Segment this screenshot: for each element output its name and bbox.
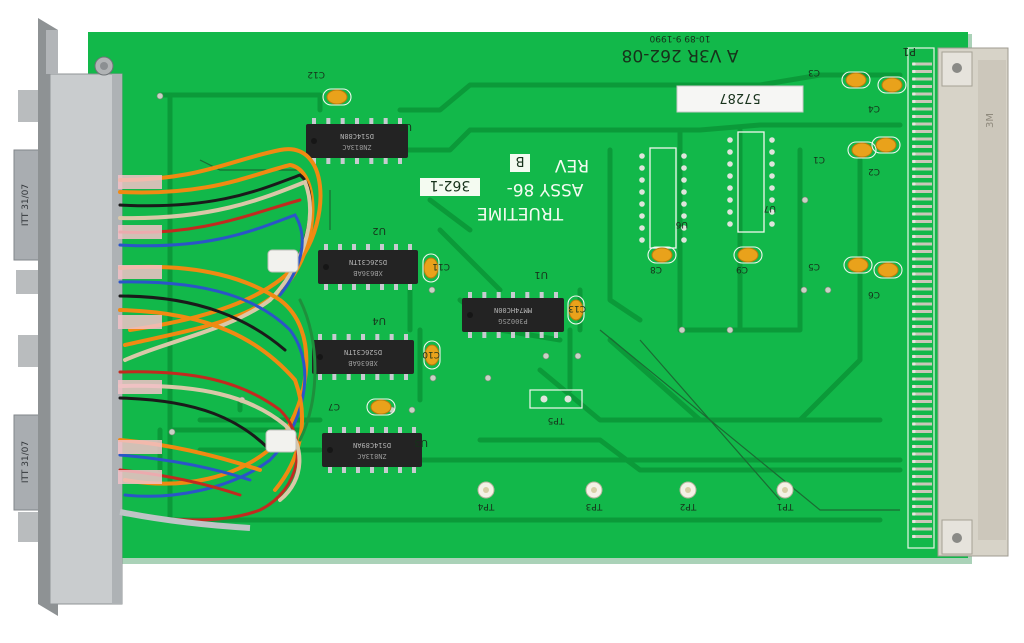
capacitor-label: C2 [868, 166, 880, 176]
capacitor-label: C9 [736, 264, 748, 274]
capacitor-c9: C9 [733, 246, 763, 274]
ic-socket-u7: U7 [727, 131, 776, 233]
test-points: TP4 TP3 TP2 TP1 TP5 [477, 389, 795, 511]
ic-chip-u1: MM74HC00N P3002SG U1 [462, 269, 564, 338]
chip-ref-label: U5 [398, 121, 412, 132]
capacitor-c2: C2 [868, 136, 901, 176]
assembly-label: TRUETIME ASSY 86- 362-1 REV B [420, 153, 589, 223]
capacitor-c13: C13 [567, 295, 586, 325]
chip-ref-label: U1 [534, 269, 548, 280]
rev-label: REV [555, 155, 590, 175]
capacitor-c4: C4 [868, 76, 907, 113]
connector-ref: P1 [902, 45, 916, 58]
cable-tie-bottom [265, 429, 297, 453]
capacitor-label: C1 [813, 154, 825, 164]
capacitor-c11: C11 [422, 253, 450, 283]
chip-submarking: XB636AB [353, 269, 383, 277]
chip-marking: DS26C31TN [349, 258, 387, 266]
chip-marking: MM74HC00N [494, 306, 532, 314]
test-point-label: TP3 [586, 501, 604, 511]
capacitor-c1: C1 [813, 141, 877, 164]
ic-chips: DS14C88NZN813ACU5DS26C31TNXB636ABU2DS26C… [306, 118, 564, 473]
capacitor-c12: C12 [307, 69, 352, 106]
capacitor-label: C11 [432, 261, 450, 271]
test-point-label: TP4 [477, 501, 495, 511]
test-point-tp1: TP1 [776, 481, 795, 511]
front-panel: ITT 31/07 ITT 31/07 [13, 18, 123, 616]
brand-text: TRUETIME [477, 203, 564, 223]
capacitor-c8: C8 [647, 246, 677, 274]
chip-submarking: P3002SG [498, 317, 528, 325]
chip-ref-label: U4 [372, 315, 386, 326]
chip-submarking: ZN813AC [342, 143, 372, 151]
rev-value: B [516, 153, 525, 168]
capacitor-label: C8 [650, 264, 662, 274]
capacitor-label: C10 [422, 349, 440, 359]
serial-number: 57287 [719, 90, 760, 105]
chip-ref-label: U2 [372, 225, 386, 236]
assy-number: 362-1 [430, 177, 471, 193]
edge-connector: P1 3M [902, 45, 1009, 557]
silkscreen-top-marking: A V3R 262-08 10-89 9-1990 [622, 33, 739, 65]
chip-marking: DS26C31TN [344, 348, 382, 356]
capacitor-label: C13 [568, 303, 586, 313]
test-point-tp3: TP3 [585, 481, 604, 511]
capacitor-label: C6 [868, 289, 880, 299]
test-point-label: TP2 [680, 501, 698, 511]
ic-chip-u2: DS26C31TN XB636AB U2 [318, 225, 418, 290]
assy-prefix: ASSY 86- [507, 179, 584, 199]
ic-sockets: U6 U7 [639, 131, 776, 249]
serial-sticker [676, 85, 804, 113]
ic-chip-u5: DS14C88N ZN813AC U5 [306, 118, 412, 164]
capacitor-c10: C10 [422, 340, 441, 370]
chip-marking: DS14C88N [340, 132, 374, 140]
test-point-tp2: TP2 [679, 481, 698, 511]
test-point-label: TP1 [777, 501, 795, 511]
test-point-tp4: TP4 [477, 481, 495, 511]
cable-tie-top [267, 249, 299, 273]
capacitor-label: C3 [808, 67, 820, 77]
socket-ref-label: U7 [764, 203, 776, 213]
chip-submarking: XB636AB [348, 359, 378, 367]
capacitor-c5: C5 [808, 256, 873, 274]
test-point-tp5: TP5 [529, 389, 583, 425]
db-connector-bottom-label: ITT 31/07 [21, 441, 31, 483]
ic-chip-u4: DS26C31TN XB636AB U4 [312, 315, 414, 380]
capacitor-label: C4 [868, 103, 880, 113]
chip-ref-label: U3 [414, 437, 428, 448]
capacitor-c6: C6 [868, 261, 903, 299]
board-date-text: 10-89 9-1990 [649, 33, 710, 43]
ic-chip-u3: DS14C89AN ZN813AC U3 [322, 427, 428, 473]
capacitor-label: C7 [328, 401, 340, 411]
chip-marking: DS14C89AN [353, 441, 391, 449]
capacitor-label: C12 [307, 69, 325, 79]
capacitor-c3: C3 [808, 67, 871, 89]
socket-ref-label: U6 [675, 219, 688, 229]
board-id-text: A V3R 262-08 [622, 45, 739, 65]
db-connector-top-label: ITT 31/07 [21, 184, 31, 226]
connector-brand: 3M [985, 113, 996, 128]
wire-harness [118, 147, 323, 522]
chip-submarking: ZN813AC [357, 452, 387, 460]
test-point-label: TP5 [548, 415, 566, 425]
capacitor-label: C5 [808, 261, 820, 271]
capacitor-c7: C7 [328, 398, 396, 416]
